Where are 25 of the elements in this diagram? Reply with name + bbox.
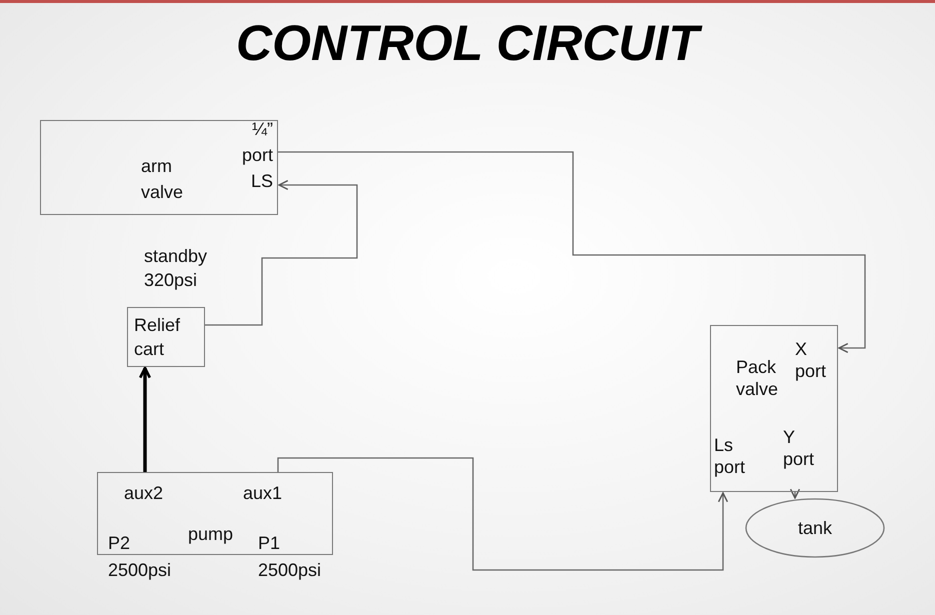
port-label: P2 <box>108 532 132 554</box>
connector-arrow <box>277 457 728 571</box>
component-label: pump <box>188 523 234 545</box>
setting-note: standby 320psi <box>144 245 208 292</box>
component-label: arm valve <box>141 155 184 204</box>
connector-arrow <box>205 180 358 326</box>
port-label: ¼” port LS <box>240 118 273 193</box>
port-label: aux2 <box>124 482 164 504</box>
port-label: P1 <box>258 532 282 554</box>
connector-arrow <box>278 151 866 354</box>
connector-arrow <box>138 366 152 472</box>
port-label: Y port <box>783 426 816 470</box>
component-box <box>710 325 838 492</box>
component-label: Relief cart <box>134 314 182 361</box>
port-label: aux1 <box>243 482 284 504</box>
port-label: X port <box>795 338 828 382</box>
component-label: Pack valve <box>736 356 780 400</box>
component-box <box>40 120 278 215</box>
pressure-note: 2500psi <box>108 559 172 581</box>
connector-arrow <box>790 488 800 499</box>
title: CONTROL CIRCUIT <box>0 14 935 72</box>
tank-ellipse <box>745 498 885 558</box>
component-label: tank <box>796 517 834 539</box>
pressure-note: 2500psi <box>258 559 322 581</box>
port-label: Ls port <box>714 434 746 478</box>
